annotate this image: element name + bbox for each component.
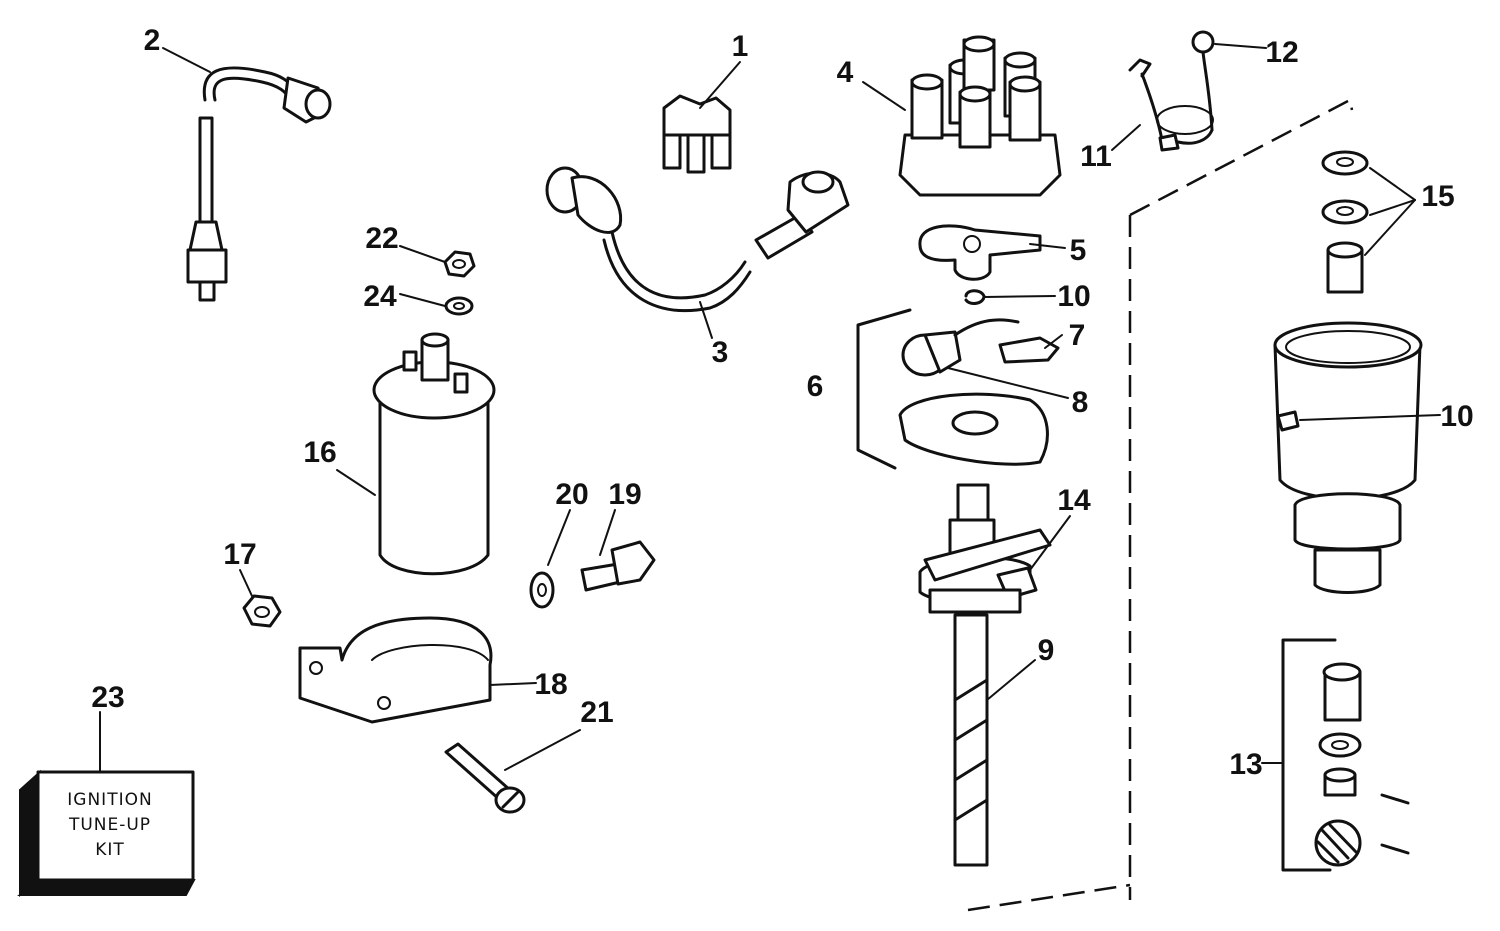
part-3-plug-wire — [545, 166, 850, 313]
part-10-retainer-small — [964, 289, 986, 305]
kit-label-line-1: IGNITION — [67, 790, 152, 810]
callout-8: 8 — [1072, 386, 1089, 419]
part-17-nut — [242, 594, 282, 628]
part-5-rotor — [918, 224, 1042, 281]
callout-17: 17 — [223, 538, 256, 571]
part-13-gear-kit — [1281, 638, 1410, 872]
part-23-tune-up-kit-box — [17, 769, 196, 897]
callout-2: 2 — [144, 24, 161, 57]
callout-21: 21 — [580, 696, 613, 729]
callout-23: 23 — [91, 681, 124, 714]
callout-13: 13 — [1229, 748, 1262, 781]
part-24-lockwasher — [444, 296, 474, 316]
callout-9: 9 — [1038, 634, 1055, 667]
part-9-distributor-shaft — [918, 483, 1052, 867]
part-11-ground-lead — [1128, 58, 1214, 152]
leader-lines — [99, 43, 1441, 773]
callout-15: 15 — [1421, 180, 1454, 213]
part-22-nut — [443, 250, 476, 278]
part-19-bolt — [580, 540, 656, 592]
callout-3: 3 — [712, 336, 729, 369]
callout-18: 18 — [534, 668, 567, 701]
callout-1: 1 — [732, 30, 749, 63]
callout-24: 24 — [363, 280, 397, 313]
part-4-distributor-cap — [898, 35, 1062, 197]
callout-22: 22 — [365, 222, 398, 255]
part-15-washers-bushing — [1321, 150, 1369, 294]
kit-label-line-3: KIT — [95, 840, 125, 860]
part-18-mounting-bracket — [298, 616, 493, 724]
part-2-sensor-lead — [186, 66, 332, 302]
callout-4: 4 — [837, 56, 854, 89]
part-20-washer — [529, 571, 555, 609]
part-1-clip — [662, 94, 732, 174]
part-6-breaker-plate-assembly — [856, 308, 1060, 470]
callout-19: 19 — [608, 478, 641, 511]
exploded-view-guide-lines — [967, 98, 1354, 912]
part-distributor-housing — [1273, 321, 1423, 594]
callout-7: 7 — [1069, 319, 1086, 352]
callout-10-small-clip: 10 — [1057, 280, 1090, 313]
callout-6: 6 — [807, 370, 824, 403]
callout-11: 11 — [1080, 140, 1112, 173]
callout-10-housing: 10 — [1440, 400, 1473, 433]
part-16-ignition-coil — [372, 332, 496, 576]
part-21-screw — [444, 742, 526, 814]
callout-5: 5 — [1070, 234, 1087, 267]
part-12-terminal-lead — [1191, 30, 1215, 132]
callout-14: 14 — [1057, 484, 1091, 517]
callout-12: 12 — [1265, 36, 1298, 69]
callout-20: 20 — [555, 478, 588, 511]
kit-label-line-2: TUNE-UP — [68, 815, 151, 835]
callout-16: 16 — [303, 436, 336, 469]
